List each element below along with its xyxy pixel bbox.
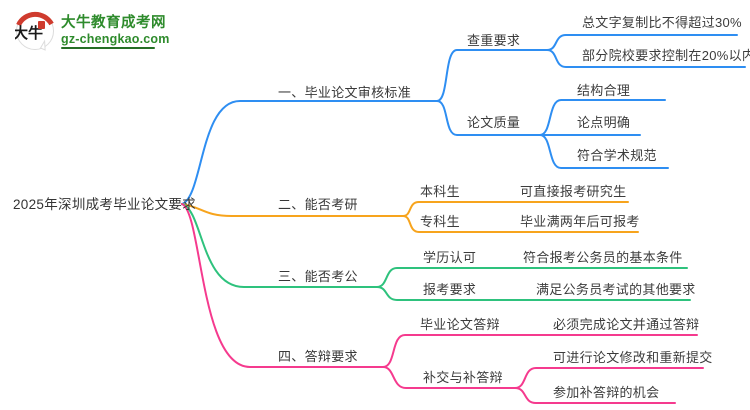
leaf-bachelor-direct: 可直接报考研究生 xyxy=(520,184,627,199)
node-degree-recognition: 学历认可 xyxy=(423,250,477,265)
connector-branch-civil xyxy=(181,203,691,301)
connector-branch2-down xyxy=(402,215,639,233)
connector-quality-up xyxy=(539,99,666,136)
connector-resubmit-up xyxy=(514,367,704,389)
connector-branch2-main xyxy=(181,203,404,217)
connector-branch-postgrad xyxy=(181,201,639,233)
branch-review-label: 一、毕业论文审核标准 xyxy=(278,85,412,100)
leaf-clear-argument: 论点明确 xyxy=(577,115,631,130)
leaf-civil-other-requirements: 满足公务员考试的其他要求 xyxy=(536,282,696,297)
connector-branch4-main xyxy=(181,203,384,368)
connector-branch4-up xyxy=(382,334,698,368)
node-apply-requirements: 报考要求 xyxy=(423,282,477,297)
site-logo: 大牛 大牛教育成考网 gz-chengkao.com xyxy=(15,11,170,53)
connector-branch3-main xyxy=(181,203,378,288)
leaf-revise-resubmit: 可进行论文修改和重新提交 xyxy=(553,350,713,365)
leaf-must-pass-defense: 必须完成论文并通过答辩 xyxy=(553,317,700,332)
connector-branch4-down xyxy=(382,366,516,389)
connector-branch1-up xyxy=(436,49,548,102)
connector-branch1-down xyxy=(436,100,541,136)
node-plagiarism-check: 查重要求 xyxy=(467,33,521,48)
node-bachelor: 本科生 xyxy=(420,184,460,199)
daniu-logo-icon: 大牛 xyxy=(15,11,54,51)
leaf-makeup-defense: 参加补答辩的机会 xyxy=(553,385,660,400)
node-thesis-quality: 论文质量 xyxy=(467,115,521,130)
connector-branch-review xyxy=(181,34,746,205)
branch-postgrad-label: 二、能否考研 xyxy=(278,197,358,212)
connector-branch-defense xyxy=(181,203,704,404)
leaf-copy-ratio-30: 总文字复制比不得超过30% xyxy=(582,15,742,30)
node-thesis-defense: 毕业论文答辩 xyxy=(420,317,500,332)
logo-icon-text: 大牛 xyxy=(15,24,43,42)
site-url: gz-chengkao.com xyxy=(61,31,170,46)
connector-resubmit-down xyxy=(514,387,676,404)
logo-text-block: 大牛教育成考网 gz-chengkao.com xyxy=(61,15,170,50)
connector-branch1-main xyxy=(181,100,438,205)
branch-defense-label: 四、答辩要求 xyxy=(278,349,358,364)
connector-branch3-up xyxy=(376,267,688,288)
leaf-academic-norms: 符合学术规范 xyxy=(577,148,657,163)
connector-plagiarism-down xyxy=(546,49,746,68)
logo-underline xyxy=(61,46,155,50)
leaf-associate-two-years: 毕业满两年后可报考 xyxy=(520,214,640,229)
leaf-civil-basic-conditions: 符合报考公务员的基本条件 xyxy=(523,250,683,265)
node-resubmit-redefense: 补交与补答辩 xyxy=(423,370,503,385)
connector-branch3-down xyxy=(376,286,691,301)
branch-civil-label: 三、能否考公 xyxy=(278,269,358,284)
site-name: 大牛教育成考网 xyxy=(61,14,166,31)
leaf-copy-ratio-20: 部分院校要求控制在20%以内 xyxy=(582,48,750,63)
connector-quality-down xyxy=(539,134,669,169)
root-topic: 2025年深圳成考毕业论文要求 xyxy=(13,197,197,212)
node-associate: 专科生 xyxy=(420,214,460,229)
leaf-structure: 结构合理 xyxy=(577,83,631,98)
